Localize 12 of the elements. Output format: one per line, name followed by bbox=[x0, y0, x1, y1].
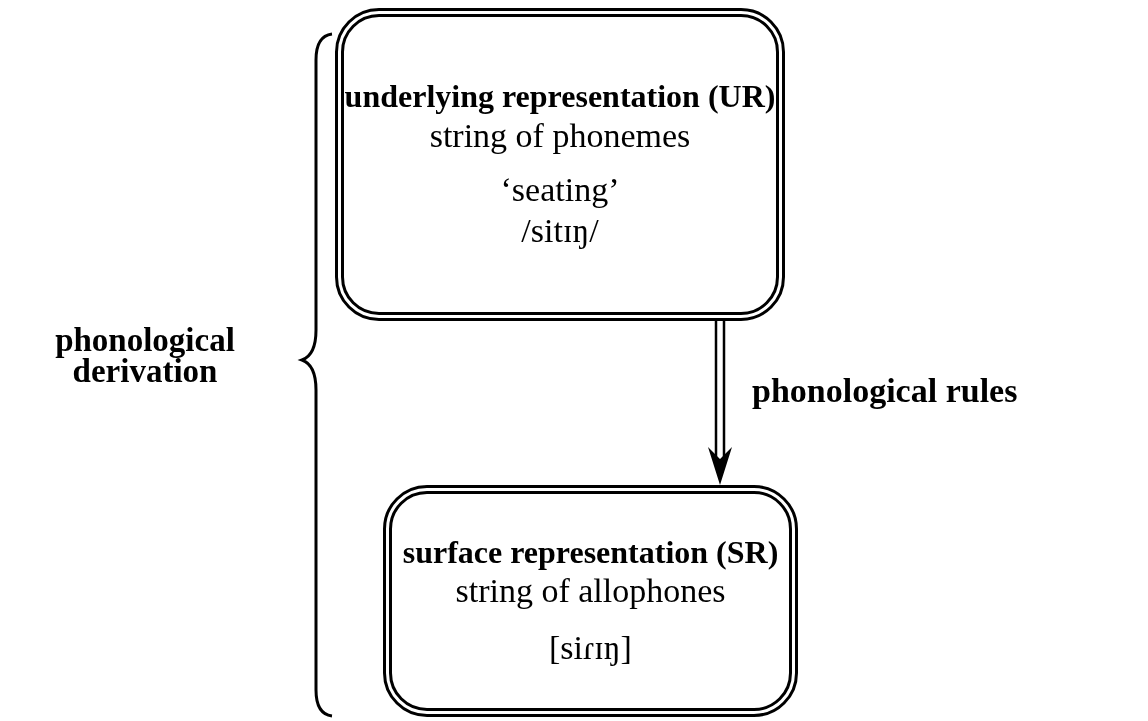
box-text: /sitɪŋ/ bbox=[521, 211, 599, 252]
double-arrow bbox=[708, 319, 732, 485]
box-text: ‘seating’ bbox=[500, 170, 620, 211]
box-text: [siɾɪŋ] bbox=[549, 628, 632, 669]
box-heading: underlying representation (UR) bbox=[344, 77, 776, 116]
edge-label: phonological rules bbox=[752, 372, 1018, 410]
box-heading: surface representation (SR) bbox=[402, 533, 779, 572]
rounded-box bbox=[383, 485, 798, 717]
side-label: phonological derivation bbox=[54, 325, 236, 388]
rounded-box bbox=[335, 8, 785, 321]
box-text: string of phonemes bbox=[429, 115, 691, 156]
box-text: string of allophones bbox=[455, 571, 726, 612]
